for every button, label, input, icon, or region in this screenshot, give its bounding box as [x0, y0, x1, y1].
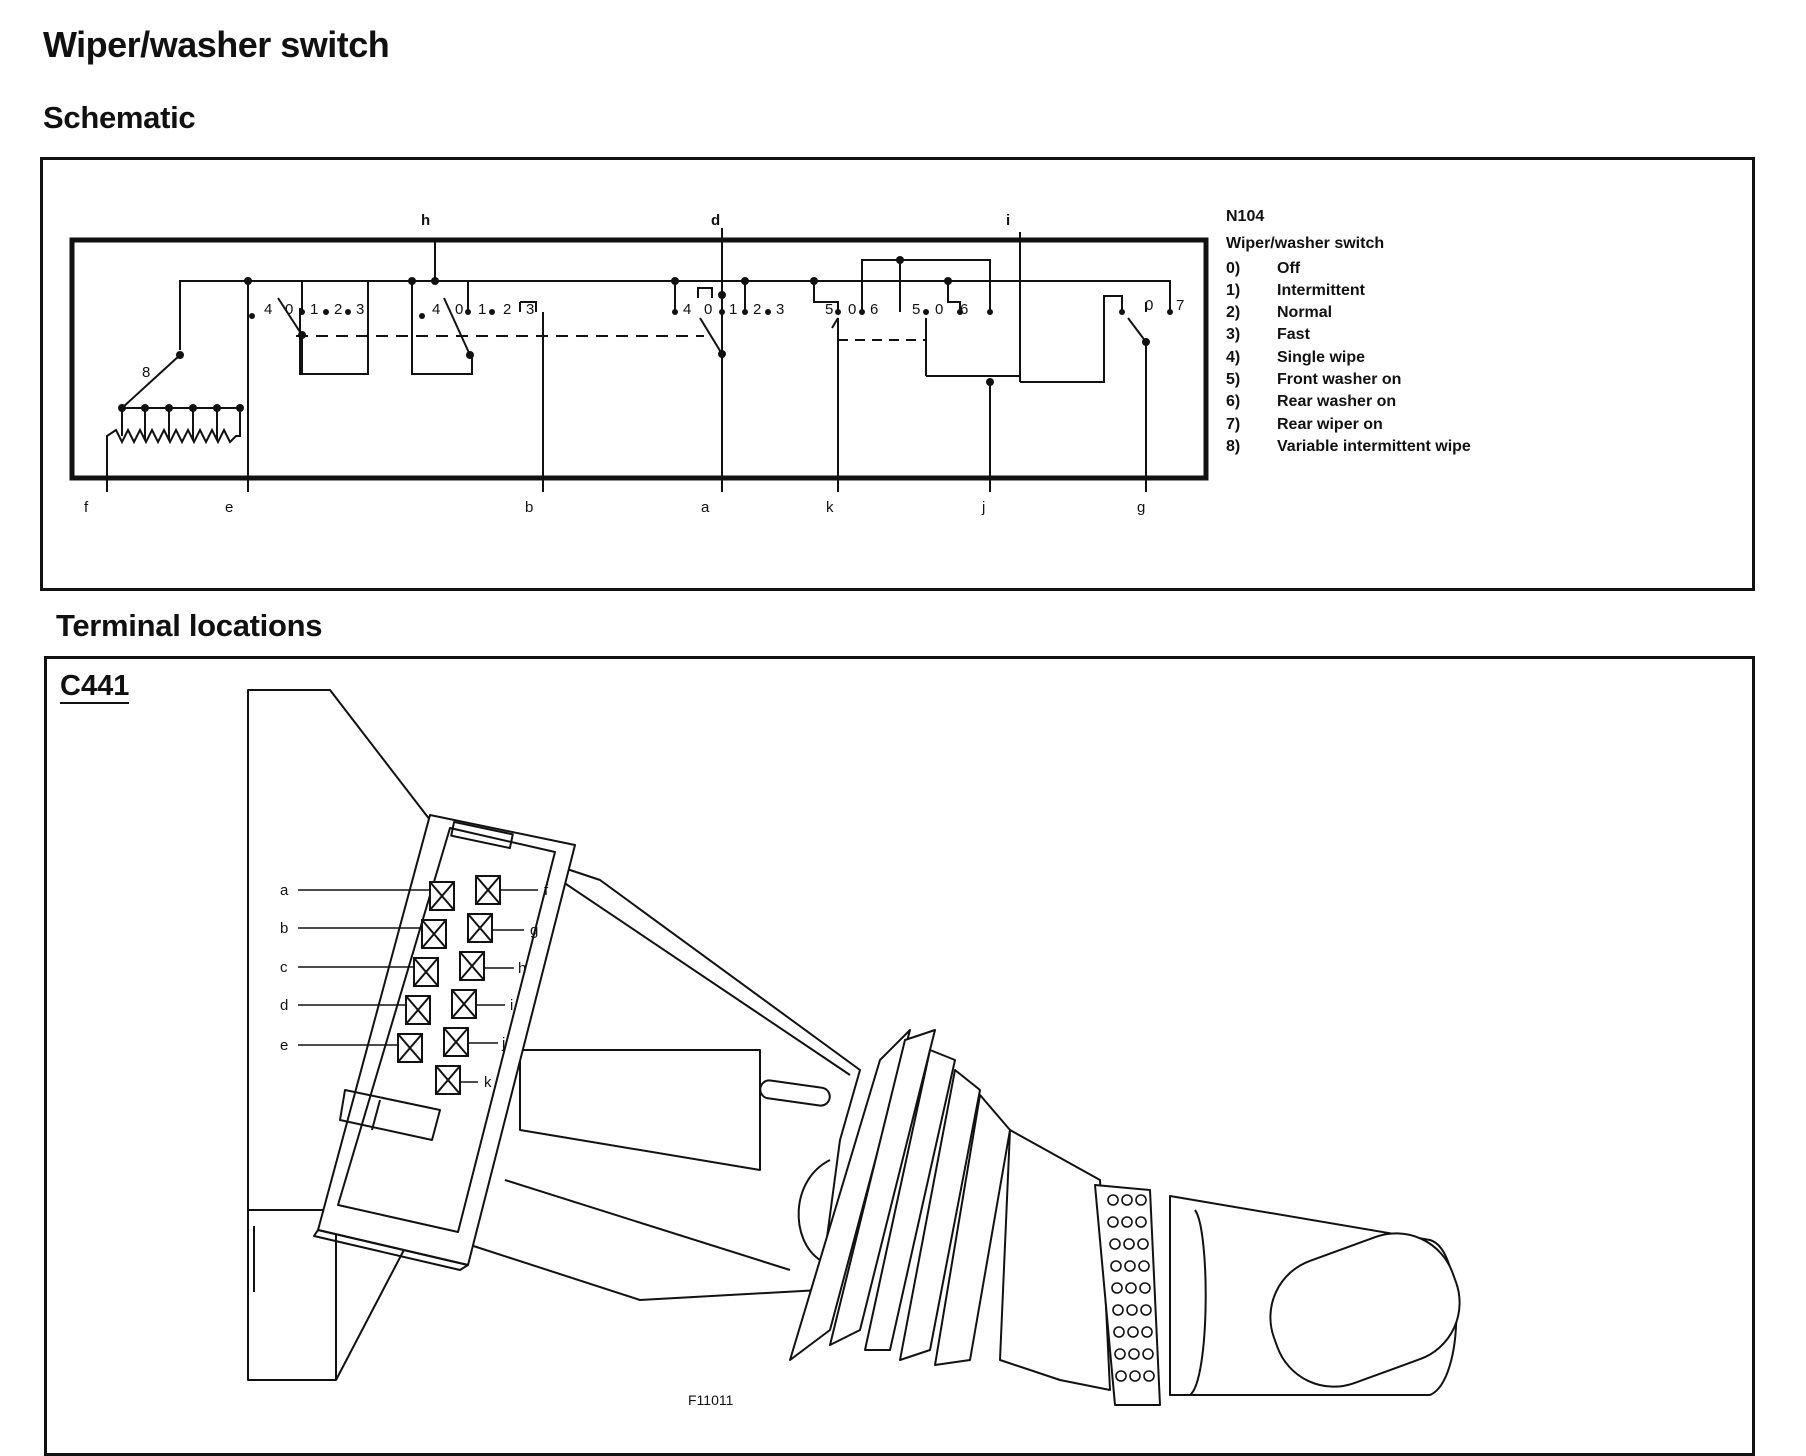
legend-item: 6)Rear washer on [1226, 393, 1397, 411]
terminal-label-g: g [1137, 499, 1145, 516]
switch3-pos-3: 3 [776, 301, 784, 318]
pin-label-b: b [280, 920, 288, 937]
legend-item: 2)Normal [1226, 304, 1333, 322]
pin-label-g: g [530, 922, 538, 939]
switch2-pos-1: 1 [478, 301, 486, 318]
pin-label-j: j [501, 1035, 505, 1052]
switch2-pos-3: 3 [526, 301, 534, 318]
switch1-pos-3: 3 [356, 301, 364, 318]
switch3-pos-4: 4 [683, 301, 691, 318]
stalk-bellows [789, 1029, 1011, 1366]
switch1-pos-1: 1 [310, 301, 318, 318]
schematic-panel [40, 157, 1755, 591]
legend-item: 5)Front washer on [1226, 371, 1402, 389]
switch2-pos-4: 4 [432, 301, 440, 318]
pin-label-a: a [280, 882, 289, 899]
rheostat-label: 8 [142, 364, 150, 381]
legend-item: 3)Fast [1226, 326, 1310, 344]
pin-label-e: e [280, 1037, 288, 1054]
terminal-label-h: h [421, 212, 430, 229]
pin-label-f: f [544, 882, 549, 899]
pin-label-d: d [280, 997, 288, 1014]
legend-item: 7)Rear wiper on [1226, 415, 1383, 433]
terminal-panel [44, 656, 1755, 1456]
switch2-pos-2: 2 [503, 301, 511, 318]
terminal-label-a: a [701, 499, 710, 516]
switch2-pos-0: 0 [455, 301, 463, 318]
pin-label-h: h [518, 960, 526, 977]
terminal-label-i: i [1006, 212, 1010, 229]
switch4-pos-6: 6 [870, 301, 878, 318]
terminal-label-f: f [84, 499, 89, 516]
pin-label-k: k [484, 1074, 492, 1091]
legend-title: Wiper/washer switch [1226, 235, 1385, 253]
legend-item: 8)Variable intermittent wipe [1226, 437, 1471, 455]
terminal-label-j: j [981, 499, 985, 516]
legend-code: N104 [1226, 208, 1265, 225]
switch5-pos-0: 0 [935, 301, 943, 318]
legend-item: 0)Off [1226, 259, 1301, 277]
terminal-label-e: e [225, 499, 233, 516]
switch3-pos-2: 2 [753, 301, 761, 318]
pin-label-i: i [510, 997, 513, 1014]
switch6-pos-0: 0 [1145, 297, 1153, 314]
terminal-label-d: d [711, 212, 720, 229]
switch1-pos-4: 4 [264, 301, 272, 318]
schematic-heading: Schematic [43, 100, 196, 135]
switch6-pos-7: 7 [1176, 297, 1184, 314]
terminal-cells [397, 875, 501, 1095]
switch4-pos-0: 0 [848, 301, 856, 318]
page-title: Wiper/washer switch [43, 24, 390, 65]
end-cap-button [1269, 1232, 1461, 1388]
terminal-label-b: b [525, 499, 533, 516]
switch3-pos-1: 1 [729, 301, 737, 318]
switch5-pos-5: 5 [912, 301, 920, 318]
switch1-pos-2: 2 [334, 301, 342, 318]
stalk-housing [454, 859, 861, 1301]
switch5-pos-6: 6 [960, 301, 968, 318]
stalk-shaft [999, 1129, 1111, 1391]
legend: N104 Wiper/washer switch 0)Off 1)Intermi… [1226, 208, 1471, 458]
terminal-locations-heading: Terminal locations [56, 608, 323, 643]
connector-name: C441 [60, 670, 130, 704]
terminal-label-k: k [826, 499, 834, 516]
pin-label-c: c [280, 959, 288, 976]
switch-housing [69, 237, 1209, 481]
switch3-pos-0: 0 [704, 301, 712, 318]
legend-item: 4)Single wipe [1226, 348, 1366, 366]
legend-item: 1)Intermittent [1226, 281, 1365, 299]
switch4-pos-5: 5 [825, 301, 833, 318]
figure-code: F11011 [688, 1392, 734, 1408]
switch1-pos-0: 0 [285, 301, 293, 318]
